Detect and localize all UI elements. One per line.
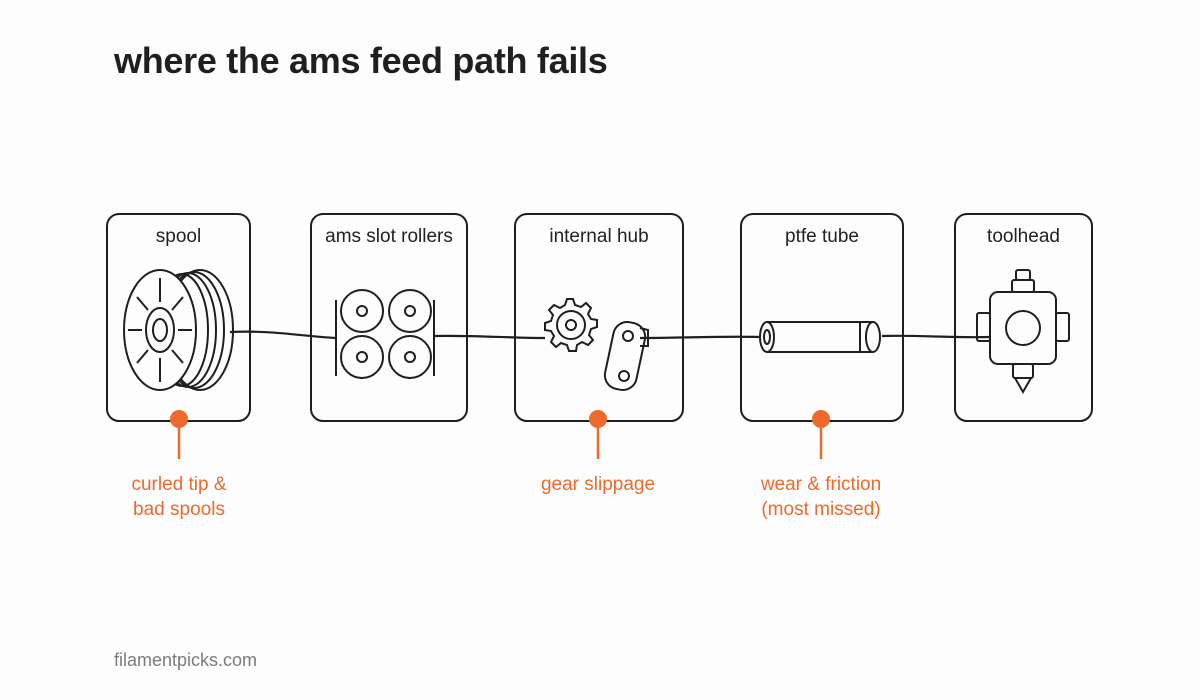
spool-icon [123, 269, 234, 391]
rollers-icon [335, 289, 435, 379]
stage-label-ams-slot-rollers: ams slot rollers [325, 226, 453, 247]
failure-marker-spool [170, 410, 188, 459]
stage-label-ptfe-tube: ptfe tube [785, 226, 859, 247]
callout-ptfe-tube: wear & friction (most missed) [731, 472, 911, 522]
toolhead-icon [976, 269, 1070, 395]
gear-icon [544, 298, 649, 391]
stage-card-toolhead [954, 213, 1093, 422]
footer-site-name[interactable]: filamentpicks.com [114, 650, 258, 670]
page-title: where the ams feed path fails [114, 40, 608, 81]
tube-icon [759, 321, 881, 353]
failure-marker-ptfe-tube [812, 410, 830, 459]
callout-spool-line2: bad spools [133, 499, 225, 520]
stage-label-toolhead: toolhead [987, 226, 1060, 247]
callout-ptfe-tube-line2: (most missed) [761, 499, 881, 520]
callout-internal-hub-line1: gear slippage [540, 474, 656, 495]
callout-spool-line1: curled tip & [131, 474, 227, 495]
callout-ptfe-tube-line1: wear & friction [760, 474, 882, 495]
stage-label-internal-hub: internal hub [549, 226, 649, 247]
failure-marker-internal-hub [589, 410, 607, 459]
stage-label-spool: spool [155, 226, 202, 247]
stage-card-ams-slot-rollers [310, 213, 468, 422]
filament-line [229, 330, 991, 340]
callout-internal-hub: gear slippage [508, 472, 688, 497]
callout-spool: curled tip & bad spools [99, 472, 259, 522]
